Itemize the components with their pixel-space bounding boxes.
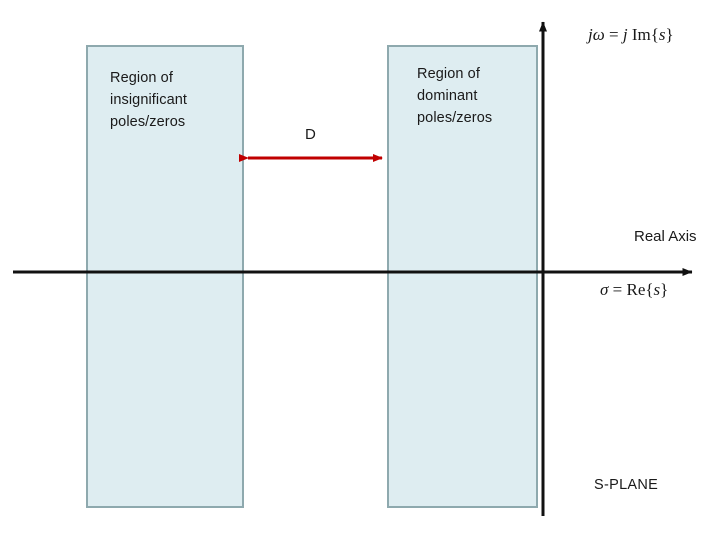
distance-label: D — [305, 126, 316, 143]
real-brace-close: } — [660, 280, 669, 299]
imag-brace-close: } — [665, 25, 674, 44]
imag-brace-open: { — [650, 25, 659, 44]
imag-s: s — [658, 25, 666, 44]
imaginary-axis-label: jω = j Im{s} — [588, 25, 674, 45]
real-axis-label: σ = Re{s} — [600, 280, 668, 300]
real-sigma: σ — [600, 280, 609, 299]
imag-omega: ω — [592, 25, 605, 44]
real-re: Re — [626, 280, 646, 299]
region-insignificant-label: Region of insignificant poles/zeros — [110, 70, 188, 130]
real-s: s — [653, 280, 661, 299]
imag-im: Im — [631, 25, 651, 44]
real-axis-title: Real Axis — [634, 228, 697, 245]
real-equals: = — [612, 280, 623, 299]
imag-j2: j — [622, 25, 628, 44]
region-dominant-poles-zeros: Region of dominant poles/zeros — [387, 45, 538, 508]
region-insignificant-poles-zeros: Region of insignificant poles/zeros — [86, 45, 244, 508]
plane-label: S-PLANE — [594, 477, 659, 493]
region-dominant-label: Region of dominant poles/zeros — [417, 66, 493, 126]
imag-equals: = — [609, 25, 619, 44]
real-brace-open: { — [645, 280, 654, 299]
imag-j1: j — [588, 25, 593, 44]
